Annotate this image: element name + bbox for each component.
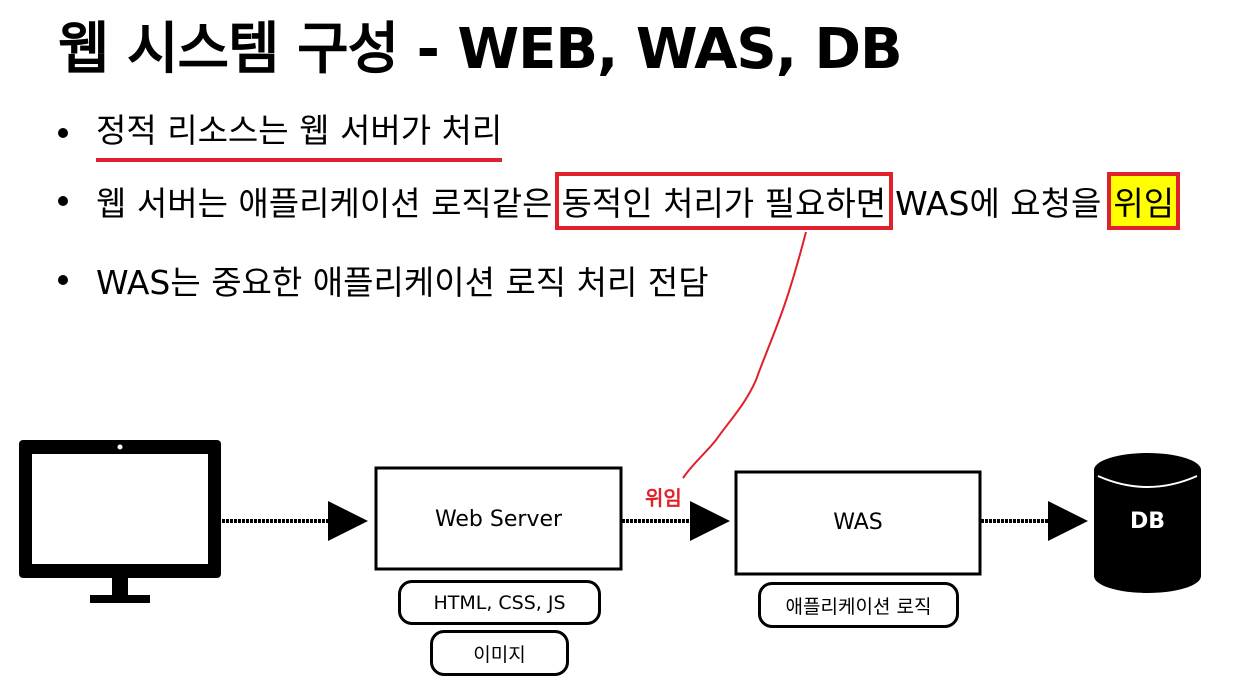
web-server-box (374, 466, 623, 571)
asset-images: 이미지 (430, 630, 569, 676)
boxed-dynamic-processing: 동적인 처리가 필요하면 (554, 172, 894, 230)
was-box (734, 470, 982, 576)
bullet-was-logic: WAS는 중요한 애플리케이션 로직 처리 전담 (58, 256, 709, 304)
was-label: WAS (833, 510, 883, 535)
was-logic-label: 애플리케이션 로직 (758, 582, 959, 628)
bullet-text-middle: WAS에 요청을 (895, 184, 1102, 223)
bullet-dot (58, 196, 68, 206)
web-server-label: Web Server (434, 507, 563, 532)
database-icon (1094, 453, 1201, 593)
bullet-text: WAS는 중요한 애플리케이션 로직 처리 전담 (96, 263, 709, 302)
monitor-icon (19, 440, 221, 603)
bullet-text: 정적 리소스는 웹 서버가 처리 (96, 104, 503, 162)
bullet-dynamic-delegation: 웹 서버는 애플리케이션 로직같은 동적인 처리가 필요하면 WAS에 요청을 … (58, 172, 1181, 230)
delegate-label: 위임 (645, 486, 682, 510)
page-title: 웹 시스템 구성 - WEB, WAS, DB (58, 17, 903, 82)
highlight-delegate: 위임 (1107, 172, 1181, 230)
bullet-text-prefix: 웹 서버는 애플리케이션 로직같은 (96, 184, 553, 223)
db-label: DB (1130, 509, 1166, 534)
bullet-dot (58, 128, 68, 138)
bullet-dot (58, 275, 68, 285)
delegate-curve (682, 231, 807, 479)
bullet-static-resources: 정적 리소스는 웹 서버가 처리 (58, 104, 503, 162)
asset-html-css-js: HTML, CSS, JS (398, 580, 601, 625)
